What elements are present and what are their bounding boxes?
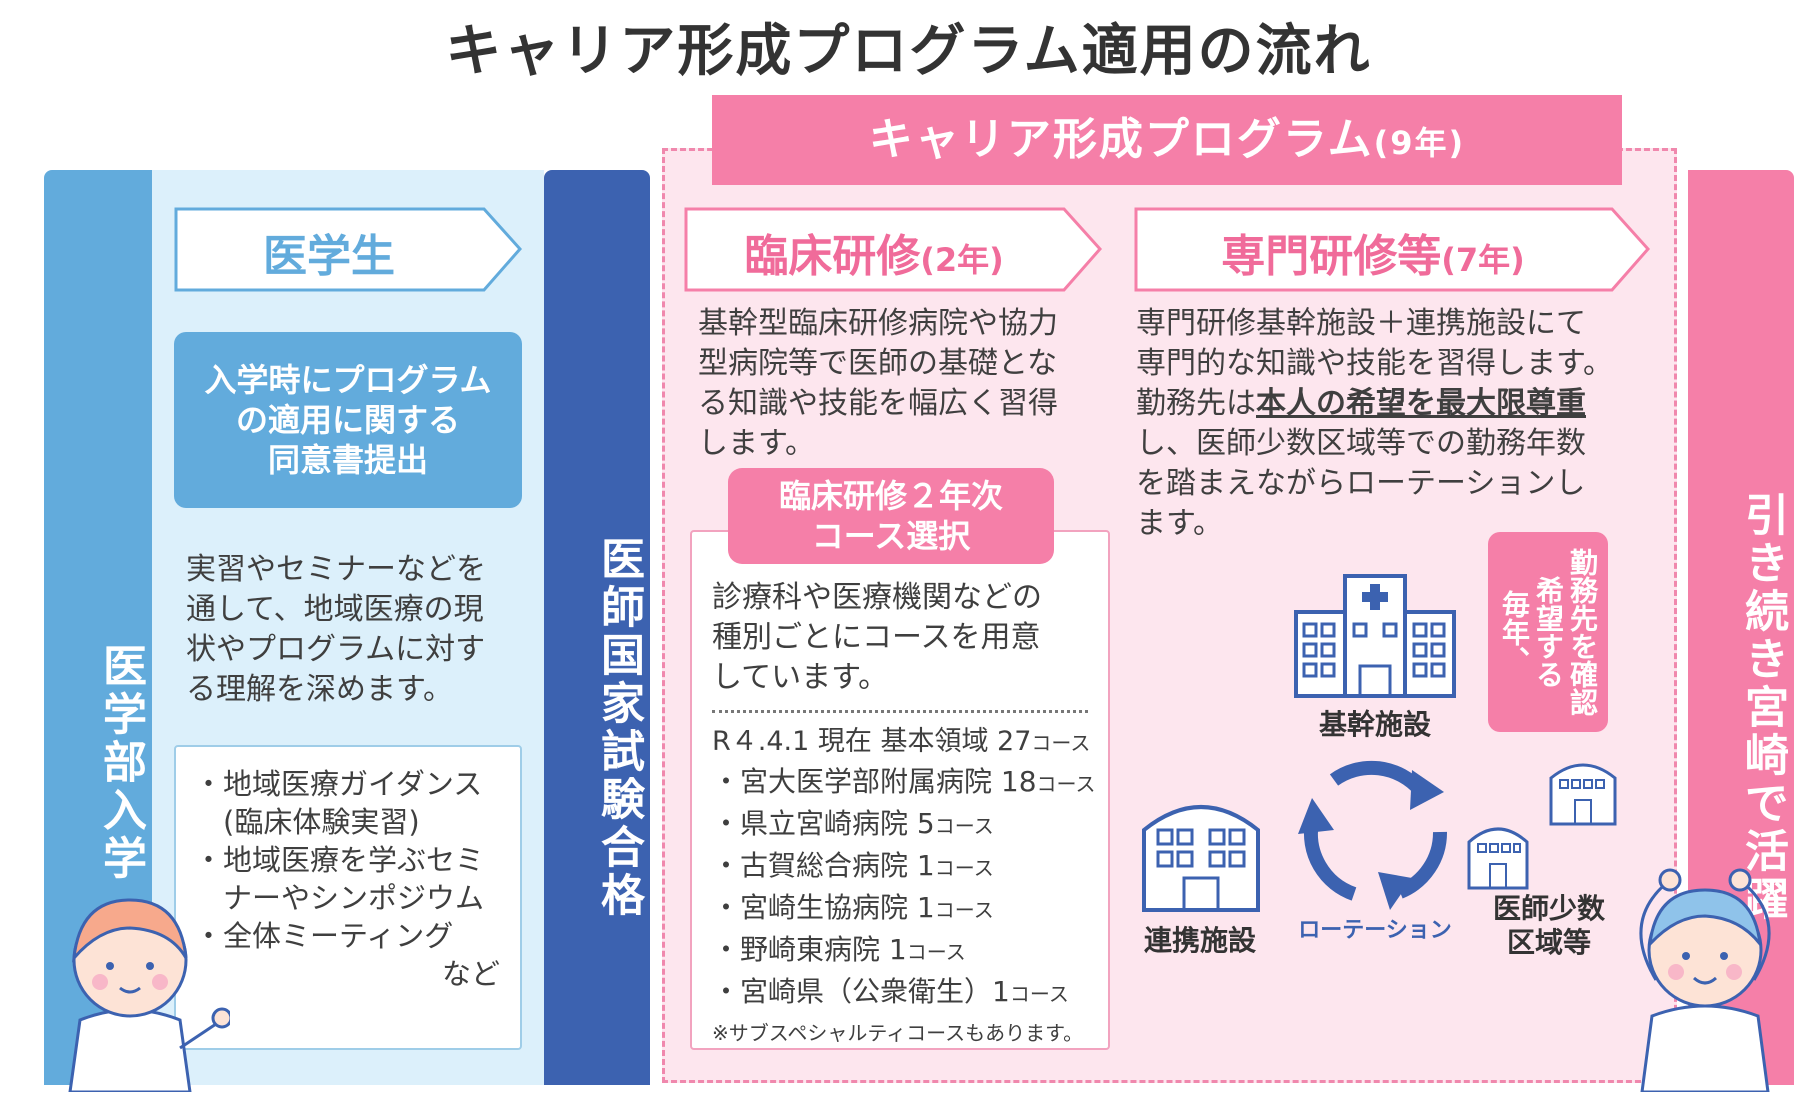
partner-facility-label: 連携施設 [1143, 924, 1256, 957]
program-banner-label: キャリア形成プログラム [868, 114, 1374, 165]
clinical-header-duration: (2年) [920, 241, 1004, 279]
course-unit: コース [1009, 982, 1069, 1006]
course-tag-line: コース選択 [811, 517, 971, 555]
activities-box: ・地域医療ガイダンス (臨床体験実習) ・地域医療を学ぶセミ ナーやシンポジウム… [174, 745, 522, 1050]
active-in-miyazaki-label: 引き続き宮崎で活躍 [1688, 170, 1794, 1085]
course-item: ・宮大医学部附属病院 18コース [712, 762, 1096, 804]
course-item: ・古賀総合病院 1コース [712, 846, 1094, 888]
course-unit: コース [934, 814, 994, 838]
course-name: ・古賀総合病院 1 [712, 849, 935, 882]
confirm-line: 希望する [1532, 576, 1565, 688]
text-line: 状やプログラムに対す [186, 632, 486, 667]
student-arrow-header [174, 207, 523, 292]
career-program-banner: キャリア形成プログラム(9年) [712, 95, 1622, 185]
activities-etc: など [441, 957, 500, 991]
consent-line: 入学時にプログラム [204, 361, 492, 399]
specialist-description: 専門研修基幹施設＋連携施設にて 専門的な知識や技能を習得します。 勤務先は本人の… [1136, 304, 1656, 544]
course-heading: R４.4.1 現在 基本領域 27コース [712, 723, 1094, 762]
annual-confirm-box: 毎年、 希望する 勤務先を確認 [1488, 532, 1608, 732]
dotted-divider [712, 710, 1088, 713]
course-box: 診療科や医療機関などの 種別ごとにコースを用意 しています。 R４.4.1 現在… [690, 530, 1110, 1050]
activity-item: ・地域医療ガイダンス [194, 767, 483, 801]
rotation-label: ローテーション [1298, 918, 1452, 943]
text-line: 実習やセミナーなどを [186, 552, 486, 587]
small-building-icon [1549, 763, 1617, 826]
clinical-header-label: 臨床研修 [744, 231, 921, 282]
specialist-header-duration: (7年) [1441, 241, 1525, 279]
course-item: ・県立宮崎病院 5コース [712, 804, 1094, 846]
text-line: ます。 [1136, 506, 1223, 541]
consent-box: 入学時にプログラム の適用に関する 同意書提出 [174, 332, 522, 508]
course-heading-text: R４.4.1 現在 基本領域 27 [712, 726, 1032, 757]
shortage-line: 区域等 [1506, 926, 1591, 959]
text-line: を踏まえながらローテーションし [1136, 466, 1586, 501]
shortage-line: 医師少数 [1492, 892, 1605, 925]
course-name: ・宮崎生協病院 1 [712, 891, 935, 924]
course-unit: コース [934, 856, 994, 880]
course-note: ※サブスペシャルティコースもあります。 [712, 1021, 1084, 1045]
course-tag-line: 臨床研修２年次 [778, 477, 1003, 515]
student-header: 医学生 [263, 231, 395, 282]
activity-item: ・地域医療を学ぶセミ [194, 843, 485, 877]
text-line: します。 [698, 426, 815, 461]
course-name: ・宮大医学部附属病院 18 [712, 765, 1037, 798]
text-line: 型病院等で医師の基礎とな [698, 346, 1058, 381]
confirm-line: 毎年、 [1498, 590, 1531, 674]
text-line: 専門的な知識や技能を習得します。 [1136, 346, 1613, 381]
course-unit: コース [906, 940, 966, 964]
emphasis-text: 本人の希望を最大限尊重 [1256, 386, 1586, 421]
partner-facility-icon [1142, 805, 1260, 912]
activity-item: (臨床体験実習) [194, 805, 420, 839]
exam-pass-label: 医師国家試験合格 [544, 170, 650, 1085]
specialist-header: 専門研修等(7年) [1134, 220, 1612, 284]
consent-line: 同意書提出 [267, 441, 428, 479]
doctor-character-illustration [1639, 868, 1771, 1092]
course-unit: コース [934, 898, 994, 922]
course-unit: コース [1036, 772, 1096, 796]
text-span: 勤務先は [1136, 386, 1256, 421]
core-facility-icon [1294, 574, 1456, 698]
student-character-illustration [68, 898, 230, 1092]
course-unit: コース [1031, 731, 1091, 755]
course-name: ・宮崎県（公衆衛生）1 [712, 975, 1010, 1008]
student-description: 実習やセミナーなどを 通して、地域医療の現 状やプログラムに対す る理解を深めま… [186, 550, 526, 710]
text-line: 種別ごとにコースを用意 [712, 620, 1041, 655]
text-line: る理解を深めます。 [186, 672, 453, 707]
text-line: 専門研修基幹施設＋連携施設にて [1136, 306, 1586, 341]
activity-item: ・全体ミーティング [194, 919, 454, 953]
course-selection-tag: 臨床研修２年次 コース選択 [728, 468, 1054, 564]
text-line: し、医師少数区域等での勤務年数 [1136, 426, 1586, 461]
clinical-arrow-header [684, 207, 1103, 292]
core-facility-label: 基幹施設 [1318, 708, 1431, 741]
course-description: 診療科や医療機関などの 種別ごとにコースを用意 しています。 [712, 578, 1094, 698]
course-name: ・野崎東病院 1 [712, 933, 907, 966]
clinical-header: 臨床研修(2年) [684, 220, 1064, 284]
text-line: る知識や技能を幅広く習得 [698, 386, 1058, 421]
text-line: 診療科や医療機関などの [712, 580, 1042, 615]
confirm-line: 勤務先を確認 [1566, 548, 1599, 716]
specialist-arrow-header [1134, 207, 1651, 292]
text-line: しています。 [712, 660, 889, 695]
program-banner-duration: (9年) [1373, 124, 1466, 162]
specialist-header-label: 専門研修等 [1221, 231, 1442, 282]
course-name: ・県立宮崎病院 5 [712, 807, 935, 840]
small-building-icon [1467, 827, 1529, 890]
course-item: ・野崎東病院 1コース [712, 930, 1094, 972]
text-line: 勤務先は本人の希望を最大限尊重 [1136, 384, 1656, 424]
page-title: キャリア形成プログラム適用の流れ [445, 19, 1372, 84]
course-item: ・宮崎県（公衆衛生）1コース [712, 972, 1094, 1014]
activity-item: ナーやシンポジウム [194, 881, 485, 915]
course-item: ・宮崎生協病院 1コース [712, 888, 1094, 930]
text-line: 通して、地域医療の現 [186, 592, 484, 627]
text-line: 基幹型臨床研修病院や協力 [698, 306, 1058, 341]
shortage-area-label: 医師少数 区域等 [1474, 892, 1624, 960]
rotation-arrows-icon [1298, 760, 1448, 910]
consent-line: の適用に関する [235, 401, 460, 439]
clinical-description: 基幹型臨床研修病院や協力 型病院等で医師の基礎とな る知識や技能を幅広く習得 し… [698, 304, 1098, 464]
